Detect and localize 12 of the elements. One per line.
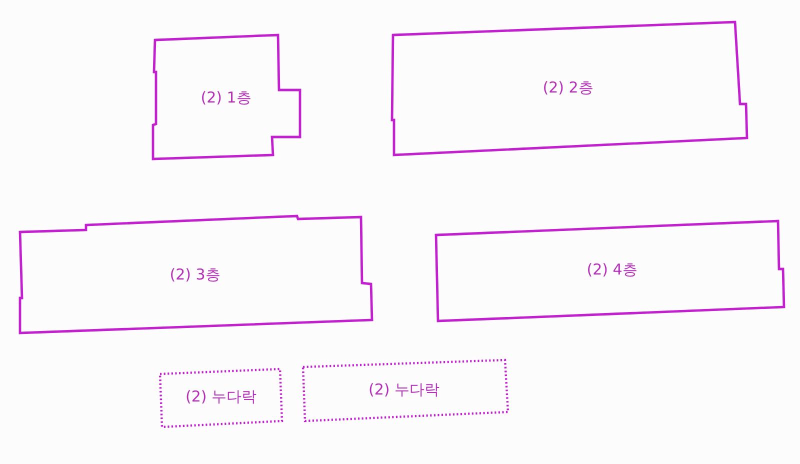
floor-label: (2) 2층 xyxy=(542,78,594,98)
attic-outline xyxy=(159,368,283,428)
floor-plan-outline xyxy=(391,21,748,156)
floor-label: (2) 3층 xyxy=(170,266,220,284)
floor-plan-outline xyxy=(152,34,301,160)
floor-plan-outline xyxy=(19,215,373,334)
attic-outline xyxy=(302,359,509,422)
floor-label: (2) 누다락 xyxy=(368,380,440,400)
floor-label: (2) 1층 xyxy=(200,88,252,108)
floor-label: (2) 4층 xyxy=(586,260,638,280)
floor-plan-outline xyxy=(435,220,785,322)
floor-label: (2) 누다락 xyxy=(186,388,256,406)
